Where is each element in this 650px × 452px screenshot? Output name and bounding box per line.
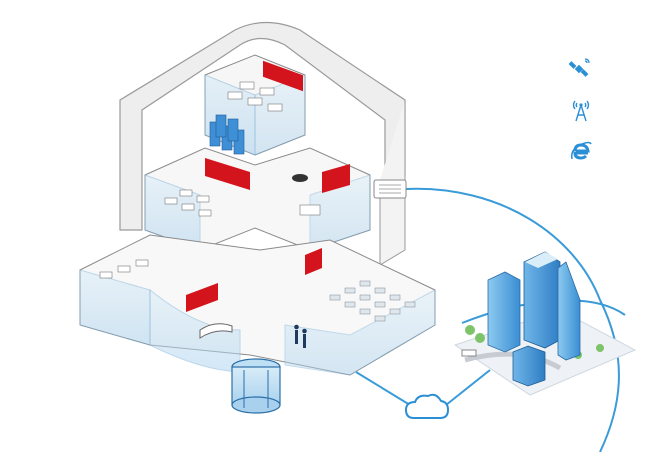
city-campus: [453, 251, 637, 396]
building-to-cloud-link: [355, 371, 411, 406]
satellite-icon: [566, 56, 592, 82]
cloud-to-campus-link: [445, 369, 491, 406]
top-floor-data-room: [204, 54, 306, 156]
fiber-link-down: [599, 299, 620, 452]
fiber-link-to-campus: [405, 187, 601, 301]
ground-floor: [79, 234, 436, 376]
middle-floor: [144, 147, 371, 251]
entrance-revolving-door: [231, 358, 281, 414]
cloud-icon: [404, 393, 450, 419]
training-room-seats: [329, 280, 416, 322]
antenna-tower-icon: [568, 97, 594, 123]
network-device-icon: [373, 179, 407, 199]
people: [294, 324, 307, 348]
server-racks: [209, 114, 245, 155]
internet-explorer-icon: [568, 139, 594, 165]
